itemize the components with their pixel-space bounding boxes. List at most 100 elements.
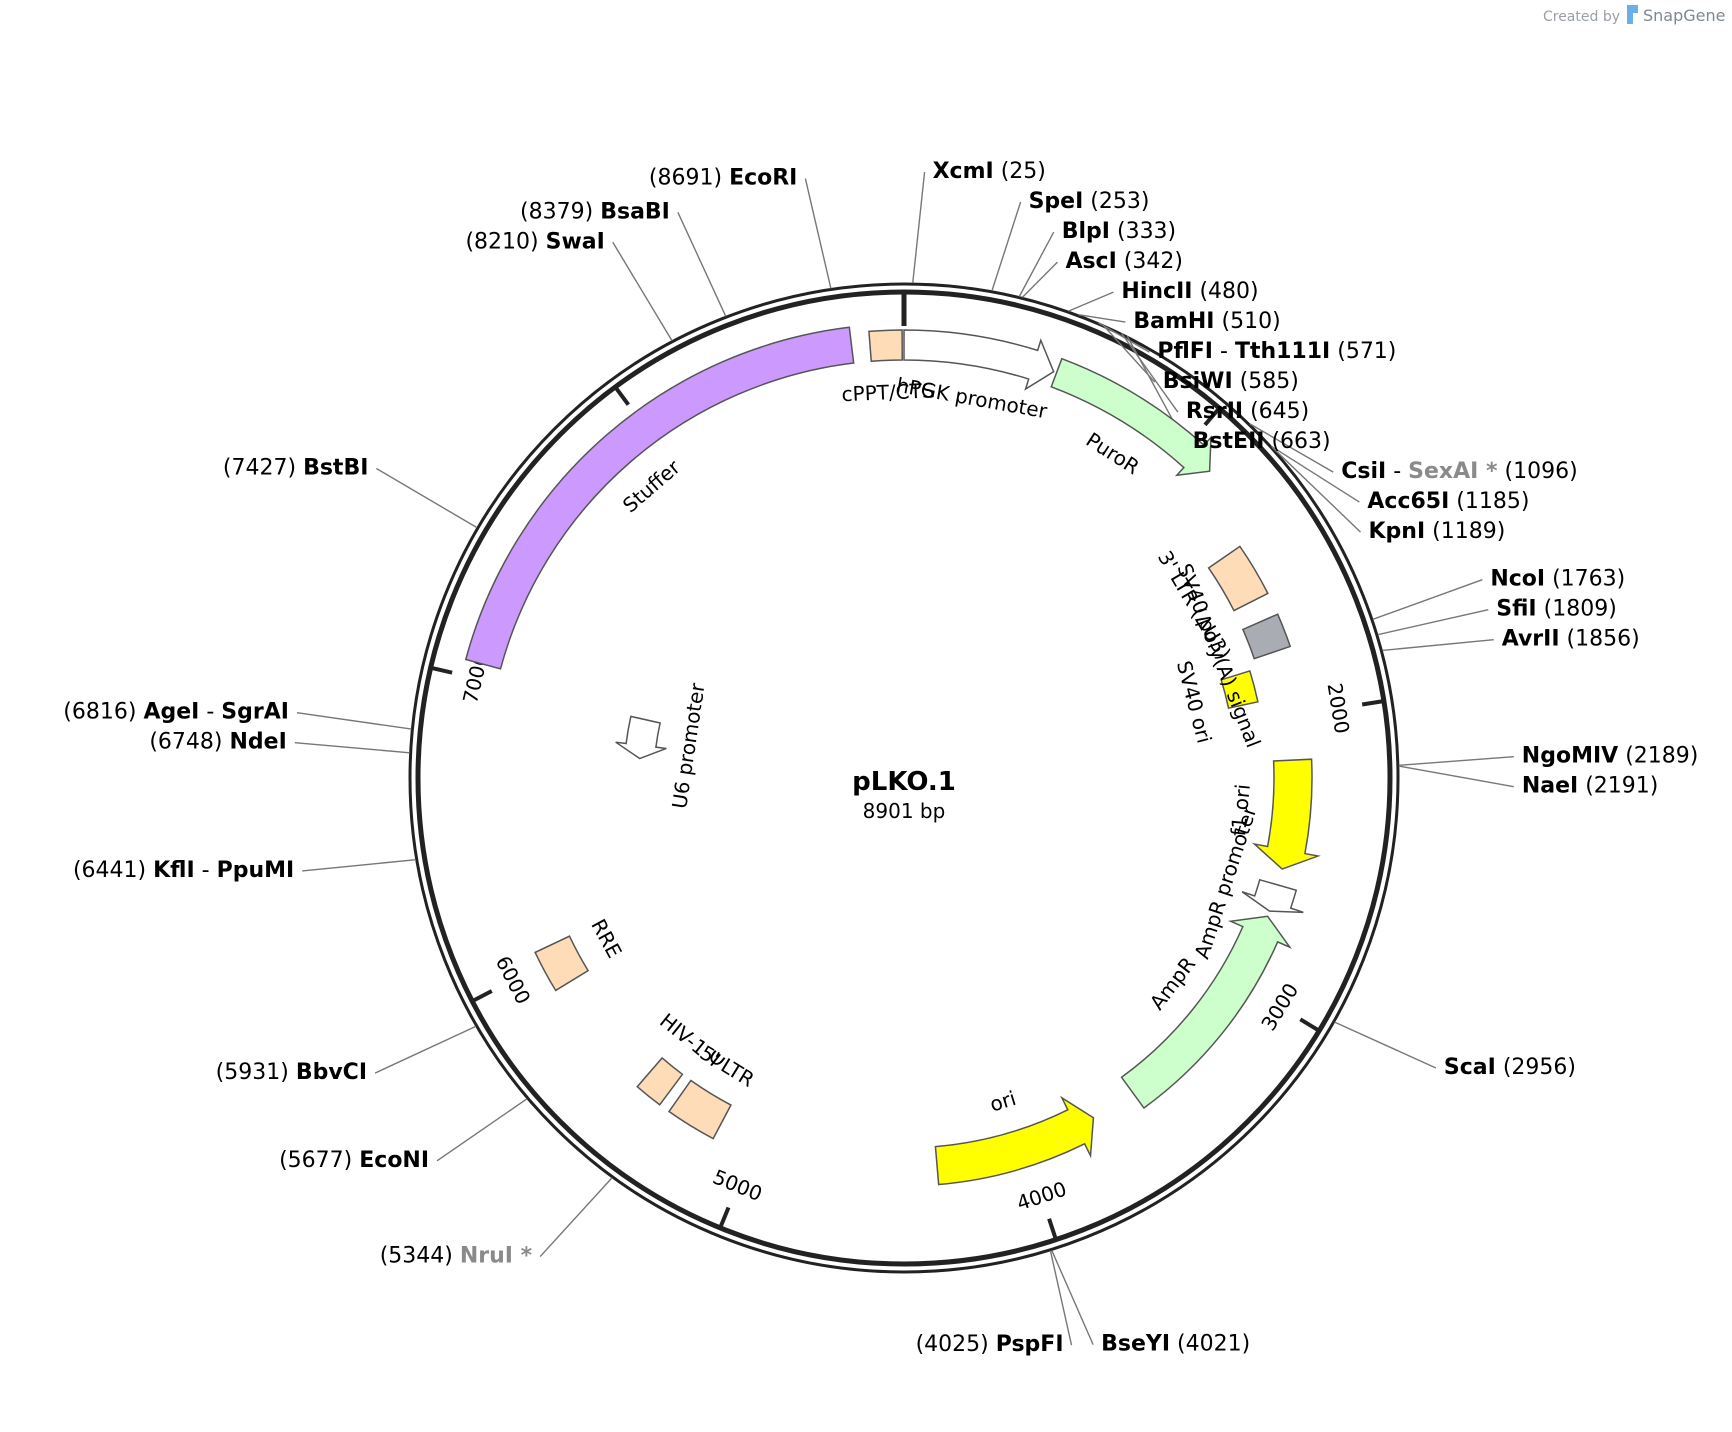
site-label: (5677) EcoNI <box>279 1148 429 1173</box>
site-label: AvrII (1856) <box>1502 627 1640 652</box>
site-name: BseYI <box>1101 1332 1170 1357</box>
site-leader <box>1049 1250 1073 1346</box>
site-name: HincII <box>1121 279 1192 304</box>
site-position: (8379) <box>520 199 593 224</box>
site-label: (6441) KflI - PpuMI <box>73 858 294 883</box>
site-name: NcoI <box>1490 567 1545 592</box>
site-label: (8379) BsaBI <box>520 199 670 224</box>
site-leader <box>991 201 1022 292</box>
feature-label-puror: PuroR <box>1082 428 1144 480</box>
site-position: (8210) <box>465 229 538 254</box>
backbone <box>408 282 1400 1274</box>
ruler-label: 2000 <box>1323 681 1355 735</box>
site-leader <box>1078 314 1126 323</box>
site-leader <box>302 858 416 872</box>
site-position: (5344) <box>380 1244 453 1269</box>
snapgene-credit: Created by SnapGene <box>1543 5 1725 25</box>
feature-sv40ori <box>1220 670 1259 710</box>
site-position: (510) <box>1222 309 1281 334</box>
site-name: NgoMIV <box>1522 744 1618 769</box>
site-name: BbvCI <box>296 1060 367 1085</box>
feature-sv40pa <box>1241 613 1292 660</box>
site-label: (8691) EcoRI <box>649 166 797 191</box>
site-position: (253) <box>1090 189 1149 214</box>
credit-brand: SnapGene <box>1643 6 1725 25</box>
site-label: Acc65I (1185) <box>1367 489 1529 514</box>
site-label: AscI (342) <box>1065 249 1183 274</box>
site-name: AscI <box>1065 249 1116 274</box>
feature-ori <box>934 1095 1095 1186</box>
site-position: (5677) <box>279 1148 352 1173</box>
ruler-tick <box>1047 1218 1058 1239</box>
feature-puror <box>1050 357 1212 477</box>
feature-label-ori: ori <box>987 1086 1019 1117</box>
feature-ltr3 <box>1207 545 1269 612</box>
credit-prefix: Created by <box>1543 9 1620 25</box>
site-label: SfiI (1809) <box>1496 597 1617 622</box>
feature-amprprom <box>1241 878 1304 914</box>
feature-label-u6: U6 promoter <box>667 681 709 810</box>
site-name: NruI * <box>460 1244 533 1269</box>
site-label: (4025) PspFI <box>916 1332 1064 1357</box>
site-name: NaeI <box>1522 774 1578 799</box>
site-position: (1809) <box>1544 597 1617 622</box>
site-leader <box>539 1177 613 1258</box>
site-label: XcmI (25) <box>933 159 1046 184</box>
site-label: (5344) NruI * <box>380 1244 533 1269</box>
site-position: (6748) <box>149 730 222 755</box>
site-label: (6748) NdeI <box>149 730 286 755</box>
site-name: SexAI * <box>1408 459 1498 484</box>
site-leader <box>1021 261 1058 298</box>
snapgene-logo-icon <box>1627 5 1638 24</box>
site-name: BsiWI <box>1163 369 1233 394</box>
feature-f1ori <box>1252 758 1321 870</box>
site-leader <box>296 712 412 730</box>
feature-ampr <box>1120 915 1293 1110</box>
site-leader <box>294 741 410 754</box>
site-name: AvrII <box>1502 627 1560 652</box>
site-position: (4025) <box>916 1332 989 1357</box>
site-position: (480) <box>1199 279 1258 304</box>
site-position: (2956) <box>1503 1055 1576 1080</box>
site-label: (6816) AgeI - SgrAI <box>63 700 289 725</box>
site-name: CsiI <box>1341 459 1386 484</box>
site-name: SgrAI <box>221 700 289 725</box>
site-name: KpnI <box>1369 519 1426 544</box>
site-name: Acc65I <box>1367 489 1449 514</box>
site-name: BlpI <box>1062 219 1110 244</box>
site-label: NgoMIV (2189) <box>1522 744 1699 769</box>
site-position: (1096) <box>1505 459 1578 484</box>
site-leader <box>1398 765 1514 788</box>
site-name: XcmI <box>933 159 994 184</box>
site-leader <box>1271 446 1361 533</box>
feature-hiv <box>636 1056 684 1106</box>
ruler-label: 3000 <box>1256 979 1303 1035</box>
ruler-tick <box>1203 408 1220 427</box>
feature-hpgk <box>903 329 1055 391</box>
ruler-tick <box>719 1206 731 1227</box>
site-label: BsiWI (585) <box>1163 369 1299 394</box>
feature-label-cppt: cPPT/CTS <box>841 378 935 406</box>
site-position: (8691) <box>649 166 722 191</box>
feature-label-f1ori: f1 ori <box>1226 783 1255 837</box>
site-label: HincII (480) <box>1121 279 1258 304</box>
site-name: NdeI <box>229 730 286 755</box>
site-label: ScaI (2956) <box>1444 1055 1576 1080</box>
site-position: (6816) <box>63 700 136 725</box>
site-label: CsiI - SexAI * (1096) <box>1341 459 1577 484</box>
feature-ltr5 <box>667 1079 732 1140</box>
site-leader <box>1068 291 1114 312</box>
site-label: NaeI (2191) <box>1522 774 1659 799</box>
site-position: (342) <box>1124 249 1183 274</box>
site-label: NcoI (1763) <box>1490 567 1625 592</box>
site-position: (2191) <box>1585 774 1658 799</box>
site-label: (7427) BstBI <box>223 456 369 481</box>
site-position: (585) <box>1240 369 1299 394</box>
feature-label-sv40ori: SV40 ori <box>1172 658 1217 746</box>
site-name: KflI <box>153 858 195 883</box>
ruler-label: 5000 <box>709 1165 765 1206</box>
site-position: (4021) <box>1177 1332 1250 1357</box>
site-name: BstBI <box>303 456 368 481</box>
feature-label-hpgk: hPGK promoter <box>895 373 1050 424</box>
